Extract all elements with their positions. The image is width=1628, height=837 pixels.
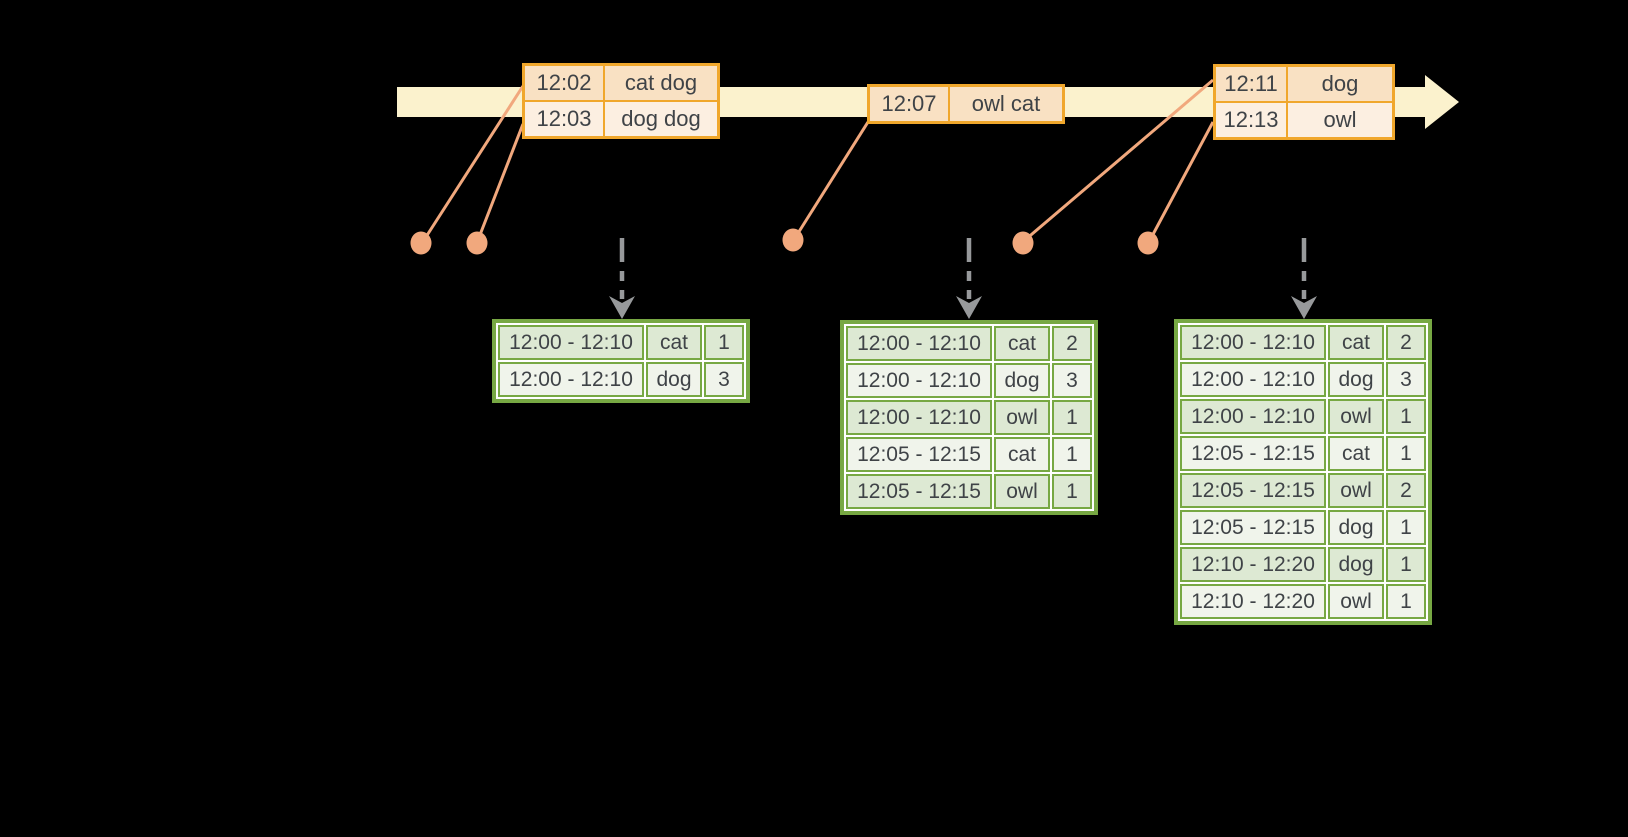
table-cell: 2 xyxy=(1052,326,1092,361)
table-cell: cat xyxy=(646,325,702,360)
trigger-arrowhead-icon xyxy=(1291,296,1317,319)
event-connector-line xyxy=(1024,78,1214,242)
table-cell: cat xyxy=(994,437,1050,472)
table-cell: 1 xyxy=(1386,547,1426,582)
event-dot xyxy=(782,228,804,252)
trigger-arrowhead-icon xyxy=(956,296,982,319)
event-dot xyxy=(410,231,432,255)
table-cell: 2 xyxy=(1386,473,1426,508)
trigger-arrowhead-icon xyxy=(609,296,635,319)
table-cell: dog xyxy=(1328,362,1384,397)
table-cell: cat xyxy=(1328,436,1384,471)
table-cell: 12:05 - 12:15 xyxy=(846,437,992,472)
table-cell: dog dog xyxy=(603,100,720,139)
table-cell: dog xyxy=(1328,547,1384,582)
table-cell: 12:10 - 12:20 xyxy=(1180,547,1326,582)
table-cell: 1 xyxy=(1386,436,1426,471)
table-cell: 12:13 xyxy=(1213,101,1288,140)
table-cell: 12:00 - 12:10 xyxy=(1180,399,1326,434)
event-dot xyxy=(466,231,488,255)
table-cell: dog xyxy=(994,363,1050,398)
table-cell: owl xyxy=(994,400,1050,435)
table-cell: 12:00 - 12:10 xyxy=(1180,362,1326,397)
table-cell: dog xyxy=(646,362,702,397)
table-cell: 12:00 - 12:10 xyxy=(498,325,644,360)
table-cell: dog xyxy=(1286,64,1395,103)
table-cell: cat xyxy=(994,326,1050,361)
table-cell: cat xyxy=(1328,325,1384,360)
event-connector-line xyxy=(1148,121,1215,241)
table-cell: owl xyxy=(1328,473,1384,508)
table-cell: 1 xyxy=(704,325,744,360)
table-cell: 12:11 xyxy=(1213,64,1288,103)
table-cell: 12:07 xyxy=(867,84,950,124)
table-cell: 1 xyxy=(1386,510,1426,545)
table-cell: 3 xyxy=(704,362,744,397)
timeline-arrowhead-icon xyxy=(1425,75,1459,129)
table-cell: 1 xyxy=(1386,584,1426,619)
table-cell: owl xyxy=(994,474,1050,509)
event-dot xyxy=(1137,231,1159,255)
table-cell: owl xyxy=(1328,584,1384,619)
table-cell: 12:10 - 12:20 xyxy=(1180,584,1326,619)
event-connector-line xyxy=(476,123,525,241)
table-cell: 12:00 - 12:10 xyxy=(1180,325,1326,360)
table-cell: 12:05 - 12:15 xyxy=(1180,473,1326,508)
table-cell: 12:00 - 12:10 xyxy=(846,363,992,398)
table-cell: 3 xyxy=(1386,362,1426,397)
event-dot xyxy=(1012,231,1034,255)
table-cell: 12:00 - 12:10 xyxy=(846,326,992,361)
table-cell: cat dog xyxy=(603,63,720,102)
table-cell: 12:00 - 12:10 xyxy=(498,362,644,397)
table-cell: 3 xyxy=(1052,363,1092,398)
table-cell: 1 xyxy=(1386,399,1426,434)
table-cell: 2 xyxy=(1386,325,1426,360)
table-cell: 12:02 xyxy=(522,63,605,102)
table-cell: 12:05 - 12:15 xyxy=(1180,436,1326,471)
table-cell: 1 xyxy=(1052,474,1092,509)
table-cell: 12:05 - 12:15 xyxy=(846,474,992,509)
event-connector-line xyxy=(793,121,870,239)
table-cell: dog xyxy=(1328,510,1384,545)
table-cell: 1 xyxy=(1052,400,1092,435)
table-cell: owl xyxy=(1286,101,1395,140)
table-cell: 12:03 xyxy=(522,100,605,139)
table-cell: 1 xyxy=(1052,437,1092,472)
table-cell: 12:05 - 12:15 xyxy=(1180,510,1326,545)
table-cell: 12:00 - 12:10 xyxy=(846,400,992,435)
event-connector-line xyxy=(422,85,525,241)
table-cell: owl xyxy=(1328,399,1384,434)
table-cell: owl cat xyxy=(948,84,1065,124)
